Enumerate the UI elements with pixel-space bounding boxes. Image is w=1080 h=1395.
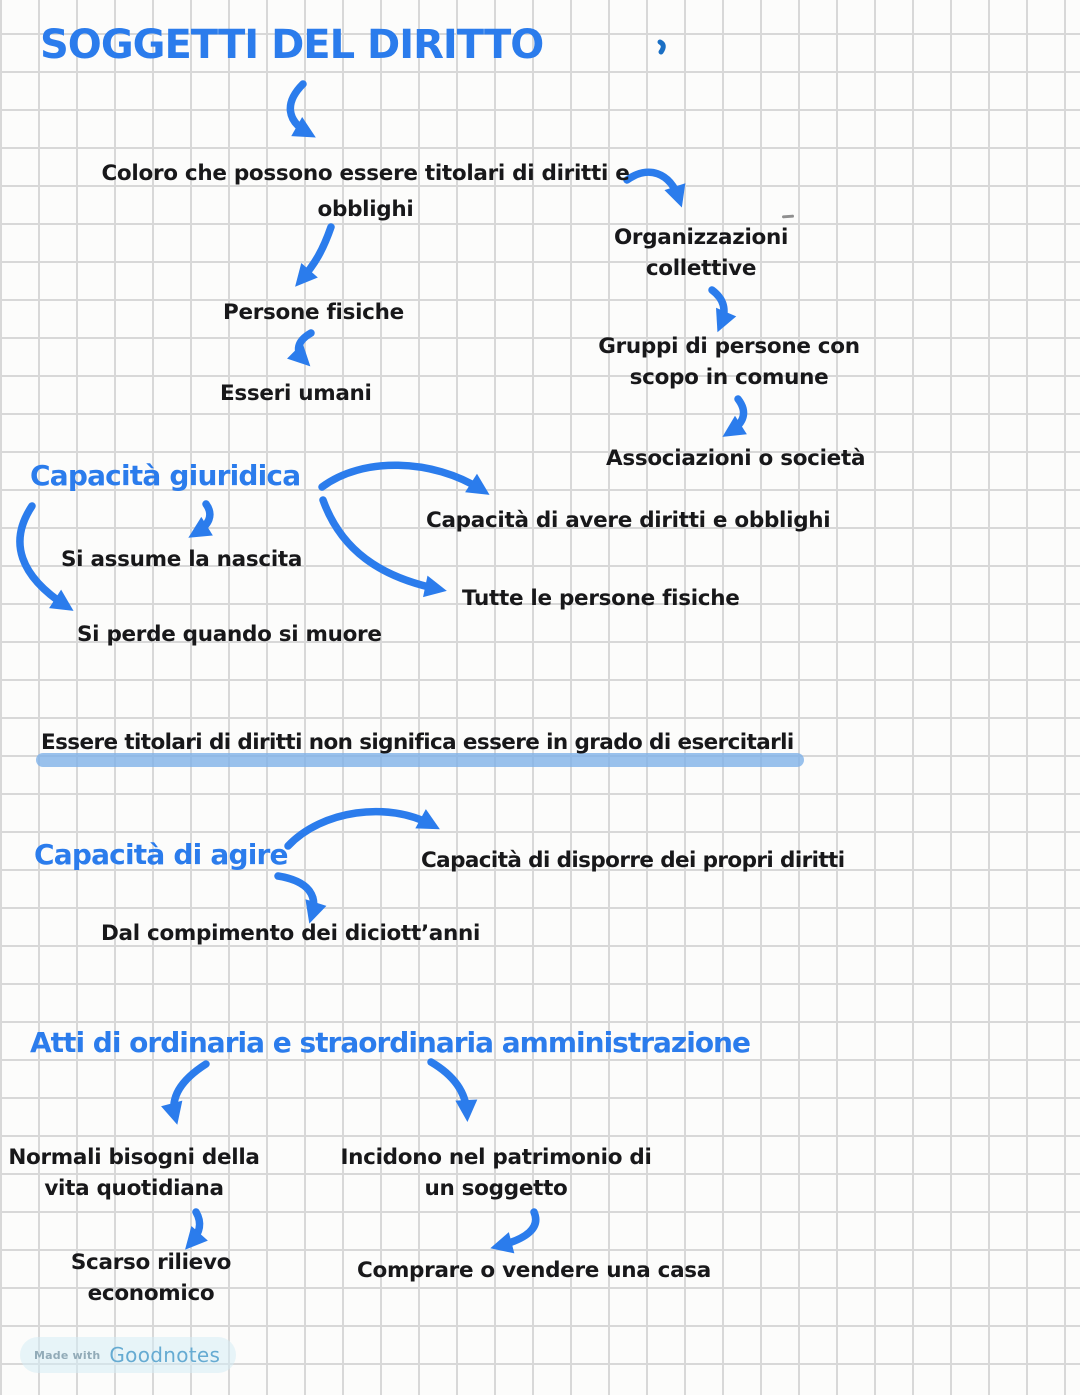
text-line: scopo in comune <box>629 365 829 390</box>
node-dal-compimento-diciott-anni: Dal compimento dei diciott’anni <box>101 921 481 946</box>
goodnotes-logo: Goodnotes <box>109 1343 221 1367</box>
highlighter-underline <box>36 753 804 767</box>
arrow-title-to-definition <box>286 80 316 138</box>
arrow-normali-to-scarso <box>185 1208 208 1250</box>
node-si-perde-quando-si-muore: Si perde quando si muore <box>77 622 382 647</box>
goodnotes-watermark-badge[interactable]: Made with Goodnotes <box>20 1337 237 1373</box>
node-tutte-le-persone-fisiche: Tutte le persone fisiche <box>462 586 740 611</box>
text-line: Incidono nel patrimonio di <box>340 1145 652 1170</box>
stray-pen-comma <box>657 39 666 55</box>
watermark-prefix: Made with <box>34 1348 101 1362</box>
node-definition: Coloro che possono essere titolari di di… <box>73 156 658 228</box>
node-si-assume-la-nascita: Si assume la nascita <box>61 547 303 572</box>
node-esseri-umani: Esseri umani <box>220 381 372 406</box>
heading-capacita-giuridica: Capacità giuridica <box>30 459 301 492</box>
arrow-giuridica-to-nascita <box>188 500 214 538</box>
arrow-giuridica-to-perde <box>16 502 74 611</box>
text-line: Gruppi di persone con <box>598 334 860 359</box>
node-normali-bisogni: Normali bisogni della vita quotidiana <box>8 1142 260 1204</box>
arrow-definition-to-persone <box>295 223 335 287</box>
node-comprare-vendere-casa: Comprare o vendere una casa <box>357 1258 711 1283</box>
arrow-agire-to-compimento <box>274 872 327 924</box>
text-line: obblighi <box>317 197 414 222</box>
node-associazioni-o-societa: Associazioni o società <box>606 446 866 471</box>
node-statement-esercitarli: Essere titolari di diritti non significa… <box>41 730 794 755</box>
arrow-giuridica-to-avere <box>318 461 490 495</box>
text-line: collettive <box>645 256 757 281</box>
arrow-organizzazioni-to-gruppi <box>708 286 737 333</box>
heading-capacita-di-agire: Capacità di agire <box>34 838 289 871</box>
arrow-gruppi-to-associazioni <box>722 395 748 437</box>
text-line: Coloro che possono essere titolari di di… <box>101 161 630 186</box>
node-capacita-di-disporre: Capacità di disporre dei propri diritti <box>421 848 845 873</box>
node-persone-fisiche: Persone fisiche <box>223 300 404 325</box>
text-line: Scarso rilievo <box>70 1250 232 1275</box>
node-capacita-di-avere-diritti: Capacità di avere diritti e obblighi <box>426 508 831 533</box>
text-line: Organizzazioni <box>613 225 789 250</box>
text-line: un soggetto <box>424 1176 568 1201</box>
node-scarso-rilievo: Scarso rilievo economico <box>62 1247 240 1309</box>
text-line: vita quotidiana <box>44 1176 224 1201</box>
node-organizzazioni-collettive: Organizzazioni collettive <box>570 222 832 284</box>
arrow-atti-to-incidono <box>427 1058 478 1122</box>
arrow-persone-to-esseri <box>287 329 315 367</box>
heading-atti-amministrazione: Atti di ordinaria e straordinaria ammini… <box>30 1026 751 1059</box>
arrow-agire-to-disporre <box>284 807 440 850</box>
text-line: Normali bisogni della <box>8 1145 260 1170</box>
stray-pen-dash <box>781 214 795 219</box>
node-incidono-patrimonio: Incidono nel patrimonio di un soggetto <box>340 1142 652 1204</box>
node-gruppi-di-persone: Gruppi di persone con scopo in comune <box>593 331 865 393</box>
arrow-giuridica-to-tutte <box>319 496 447 598</box>
arrow-atti-to-normali <box>161 1060 210 1125</box>
page-title: SOGGETTI DEL DIRITTO <box>40 22 544 68</box>
text-line: economico <box>87 1281 215 1306</box>
arrow-incidono-to-comprare <box>490 1208 540 1254</box>
